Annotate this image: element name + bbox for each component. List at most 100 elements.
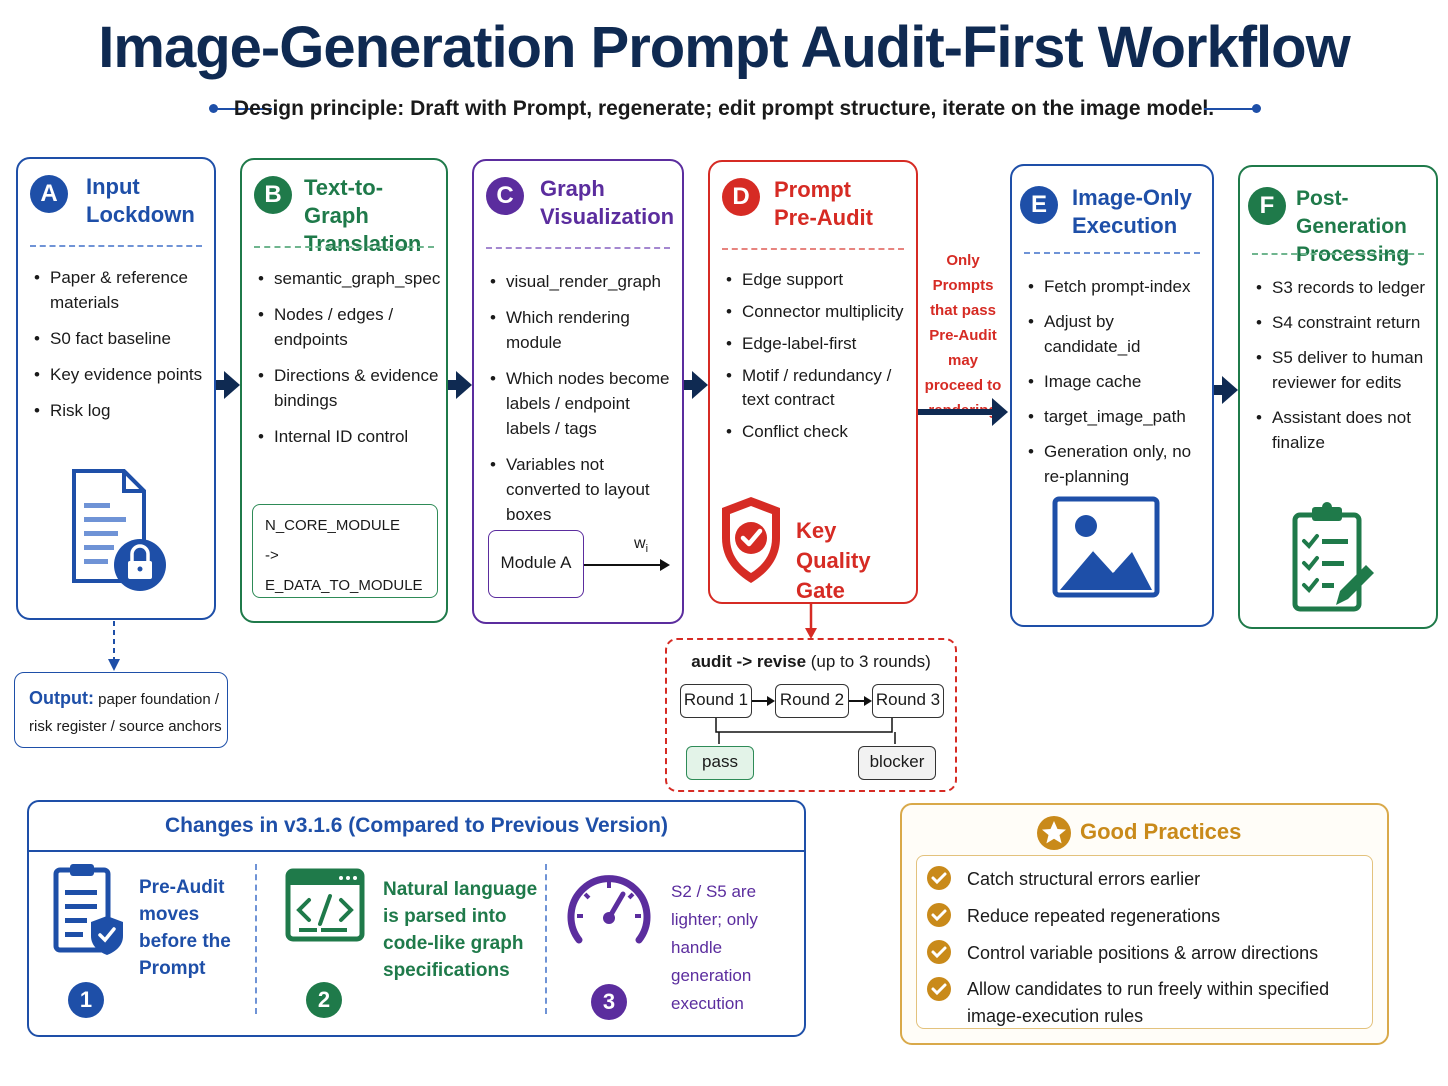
- practice-item-4: Allow candidates to run freely within sp…: [967, 979, 1330, 1026]
- change-2-number: 2: [306, 982, 342, 1018]
- stage-d: D Prompt Pre-Audit Edge support Connecto…: [708, 160, 918, 604]
- audit-connectors: [715, 696, 896, 744]
- stage-b-list: semantic_graph_spec Nodes / edges / endp…: [256, 266, 440, 460]
- stage-c-title-line2: Visualization: [540, 204, 675, 229]
- stage-c-badge: C: [486, 177, 524, 215]
- check-icon: [927, 866, 951, 890]
- stage-e-title: Image-Only Execution: [1072, 184, 1206, 240]
- list-item: Which nodes become labels / endpoint lab…: [488, 366, 676, 441]
- changes-sep-1: [255, 864, 257, 1014]
- list-item: Risk log: [32, 398, 208, 423]
- change-3-text: S2 / S5 are lighter; only handle generat…: [671, 882, 758, 1013]
- arrow-e-f: [1222, 376, 1238, 404]
- output-text: Output: paper foundation / risk register…: [29, 685, 225, 740]
- stage-f-title-line1: Post-Generation: [1296, 187, 1407, 238]
- code-line-1: N_CORE_MODULE: [265, 517, 401, 534]
- code-window-icon: [285, 868, 365, 942]
- list-item: Conflict check: [724, 420, 910, 444]
- list-item: Nodes / edges / endpoints: [256, 302, 440, 352]
- stage-d-title-line2: Pre-Audit: [774, 205, 873, 230]
- audit-loop-box: audit -> revise (up to 3 rounds) Round 1…: [665, 638, 957, 792]
- changes-divider: [29, 850, 804, 852]
- list-item: Directions & evidence bindings: [256, 363, 440, 413]
- arrow-b-c: [456, 371, 472, 399]
- list-item: Motif / redundancy / text contract: [724, 364, 910, 412]
- practices-heading: Good Practices: [1080, 819, 1242, 844]
- stage-b-badge: B: [254, 176, 292, 214]
- stage-c: C Graph Visualization visual_render_grap…: [472, 159, 684, 624]
- clipboard-check-icon: [1292, 502, 1374, 612]
- arrow-a-b: [224, 371, 240, 399]
- arrow-e-f-stem: [1214, 385, 1222, 395]
- stage-d-badge: D: [722, 178, 760, 216]
- stage-c-title-line1: Graph: [540, 176, 605, 201]
- stage-b-title-line2: Translation: [304, 231, 422, 256]
- document-lock-icon: [72, 469, 166, 591]
- list-item: Variables not converted to layout boxes: [488, 452, 676, 527]
- edge-weight-label: wi: [634, 535, 649, 556]
- round-2-node: Round 2: [775, 684, 849, 718]
- stage-e-badge: E: [1020, 186, 1058, 224]
- gauge-icon: [567, 875, 651, 944]
- list-item: target_image_path: [1026, 404, 1206, 429]
- image-icon: [1052, 496, 1160, 598]
- arrow-d-e: [992, 398, 1008, 426]
- audit-arrow: [805, 604, 817, 639]
- output-description: paper foundation / risk register / sourc…: [29, 691, 222, 735]
- change-1-text: Pre-Audit moves before the Prompt: [139, 877, 231, 979]
- subtitle-dot-right: [1252, 104, 1261, 113]
- check-icon: [927, 903, 951, 927]
- practices-list-box: Catch structural errors earlier Reduce r…: [916, 855, 1373, 1029]
- list-item: Which rendering module: [488, 305, 676, 355]
- arrow-b-c-stem: [448, 380, 456, 390]
- change-3-number: 3: [591, 984, 627, 1020]
- changes-panel: Changes in v3.1.6 (Compared to Previous …: [27, 800, 806, 1037]
- list-item: Assistant does not finalize: [1254, 405, 1430, 455]
- page-title: Image-Generation Prompt Audit-First Work…: [98, 15, 1350, 80]
- list-item: Fetch prompt-index: [1026, 274, 1206, 299]
- stage-f-title: Post-Generation Processing: [1296, 185, 1430, 269]
- changes-heading: Changes in v3.1.6 (Compared to Previous …: [165, 814, 668, 837]
- stage-a-badge: A: [30, 175, 68, 213]
- stage-c-title: Graph Visualization: [540, 175, 676, 231]
- list-item: S0 fact baseline: [32, 326, 208, 351]
- stage-f-divider: [1252, 253, 1424, 255]
- practice-item-2: Reduce repeated regenerations: [967, 906, 1221, 926]
- change-2-text: Natural language is parsed into code-lik…: [383, 879, 538, 981]
- list-item: Connector multiplicity: [724, 300, 910, 324]
- list-item: Paper & reference materials: [32, 265, 208, 315]
- edge-arrow: [584, 559, 670, 571]
- stage-f-list: S3 records to ledger S4 constraint retur…: [1254, 275, 1430, 465]
- stage-e-list: Fetch prompt-index Adjust by candidate_i…: [1026, 274, 1206, 499]
- list-item: S4 constraint return: [1254, 310, 1430, 335]
- audit-heading: audit -> revise (up to 3 rounds): [691, 652, 931, 671]
- subtitle-row: Design principle: Draft with Prompt, reg…: [0, 92, 1448, 126]
- list-item: Edge-label-first: [724, 332, 910, 356]
- blocker-node: blocker: [858, 746, 936, 780]
- stage-e-title-line2: Execution: [1072, 213, 1178, 238]
- stage-f-title-line2: Processing: [1296, 243, 1410, 266]
- practice-item-1: Catch structural errors earlier: [967, 869, 1201, 889]
- quality-gate-label: Key Quality Gate: [796, 518, 871, 603]
- output-box: Output: paper foundation / risk register…: [14, 672, 228, 748]
- practice-item-3: Control variable positions & arrow direc…: [967, 943, 1319, 963]
- round-3-node: Round 3: [872, 684, 944, 718]
- round-1-node: Round 1: [680, 684, 752, 718]
- list-item: Image cache: [1026, 369, 1206, 394]
- arrow-a-b-stem: [216, 380, 224, 390]
- arrow-d-e-stem: [918, 409, 992, 415]
- stage-d-list: Edge support Connector multiplicity Edge…: [724, 268, 910, 452]
- subtitle-line-right: [1204, 108, 1256, 110]
- list-item: Key evidence points: [32, 362, 208, 387]
- output-label: Output:: [29, 688, 94, 708]
- code-line-2: -> E_DATA_TO_MODULE: [265, 547, 423, 594]
- stage-a-title: Input Lockdown: [86, 173, 208, 229]
- stage-b-divider: [254, 246, 434, 248]
- subtitle: Design principle: Draft with Prompt, reg…: [233, 97, 1215, 120]
- list-item: Generation only, no re-planning: [1026, 439, 1206, 489]
- stage-a: A Input Lockdown Paper & reference mater…: [16, 157, 216, 620]
- list-item: Edge support: [724, 268, 910, 292]
- check-icon: [927, 940, 951, 964]
- stage-e-title-line1: Image-Only: [1072, 185, 1192, 210]
- arrow-c-d-stem: [684, 380, 692, 390]
